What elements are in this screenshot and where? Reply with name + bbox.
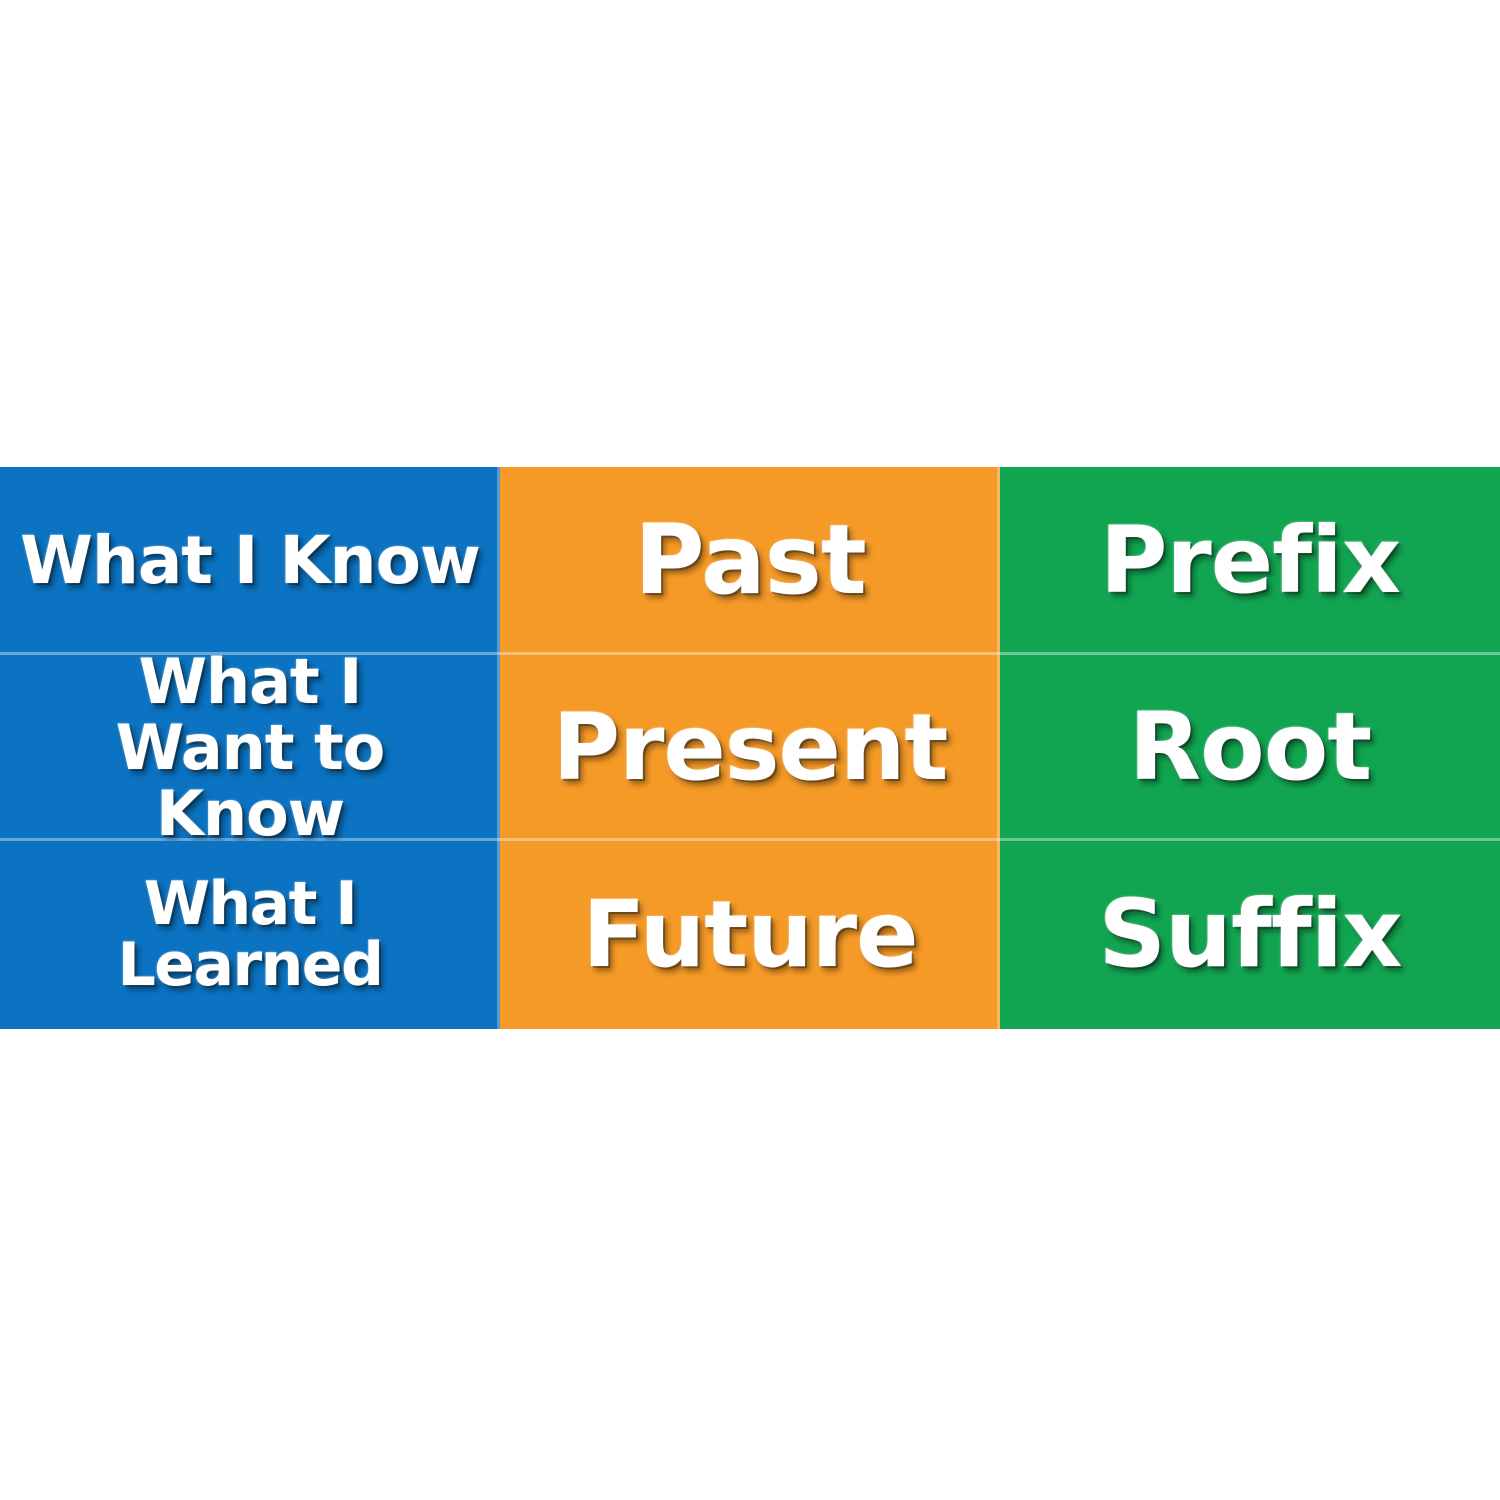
header-card-grid: What I Know Past Prefix What I Want to K… — [0, 467, 1500, 1029]
header-card-what-i-know[interactable]: What I Know — [0, 467, 500, 655]
header-card-what-i-learned[interactable]: What I Learned — [0, 841, 500, 1029]
header-card-label: What I Learned — [117, 868, 384, 1000]
header-card-suffix[interactable]: Suffix — [1000, 841, 1500, 1029]
header-card-root[interactable]: Root — [1000, 655, 1500, 841]
header-card-label: Prefix — [1099, 507, 1401, 615]
header-card-future[interactable]: Future — [500, 841, 1000, 1029]
header-card-present[interactable]: Present — [500, 655, 1000, 841]
header-card-label: Suffix — [1098, 880, 1402, 990]
header-card-prefix[interactable]: Prefix — [1000, 467, 1500, 655]
header-card-what-i-want-to-know[interactable]: What I Want to Know — [0, 655, 500, 841]
header-card-label: Present — [552, 694, 949, 802]
header-card-label: Past — [634, 504, 867, 617]
header-card-label: Root — [1128, 693, 1372, 803]
header-card-label: What I Know — [20, 522, 481, 600]
header-card-past[interactable]: Past — [500, 467, 1000, 655]
header-card-label: Future — [582, 881, 918, 989]
header-card-label: What I Want to Know — [115, 655, 386, 841]
